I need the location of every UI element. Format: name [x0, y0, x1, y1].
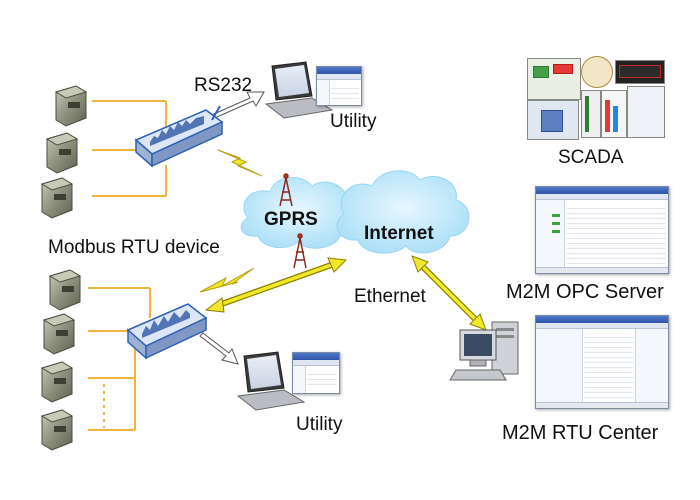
modbus-module-icon	[40, 361, 74, 403]
modbus-module-icon	[40, 409, 74, 451]
ethernet-link-arrow	[204, 257, 348, 313]
scada-label: SCADA	[558, 147, 624, 168]
utility-label-top: Utility	[330, 111, 377, 132]
ethernet-link-arrow	[411, 255, 487, 331]
modbus-module-icon	[40, 177, 74, 219]
lightning-icon	[199, 267, 255, 293]
m2m-opc-server-label: M2M OPC Server	[506, 281, 664, 303]
internet-label: Internet	[364, 223, 434, 244]
ethernet-label: Ethernet	[354, 286, 426, 307]
gprs-modem-icon	[134, 105, 224, 168]
usb-arrow	[199, 332, 239, 365]
modbus-module-icon	[48, 269, 82, 311]
software-window-icon	[535, 315, 669, 409]
desktop-pc-icon	[449, 321, 519, 381]
cloud-icon	[336, 170, 470, 254]
antenna-tower-icon	[293, 233, 307, 269]
modbus-module-icon	[45, 132, 79, 174]
scada-screens-icon	[527, 56, 665, 140]
software-window-icon	[535, 186, 669, 274]
gprs-label: GPRS	[264, 209, 318, 230]
gprs-modem-icon	[126, 303, 208, 360]
laptop-icon	[236, 351, 306, 411]
antenna-tower-icon	[279, 173, 293, 207]
modbus-module-icon	[54, 85, 88, 127]
modbus-module-icon	[42, 313, 76, 355]
utility-label-bottom: Utility	[296, 414, 343, 435]
lightning-icon	[217, 149, 263, 177]
modbus-rtu-device-label: Modbus RTU device	[48, 237, 220, 258]
m2m-rtu-center-label: M2M RTU Center	[502, 422, 659, 444]
wiring-bottom	[88, 287, 151, 431]
rs232-label: RS232	[194, 75, 253, 96]
laptop-icon	[264, 61, 334, 119]
software-window-icon	[316, 66, 362, 106]
software-window-icon	[292, 352, 340, 394]
